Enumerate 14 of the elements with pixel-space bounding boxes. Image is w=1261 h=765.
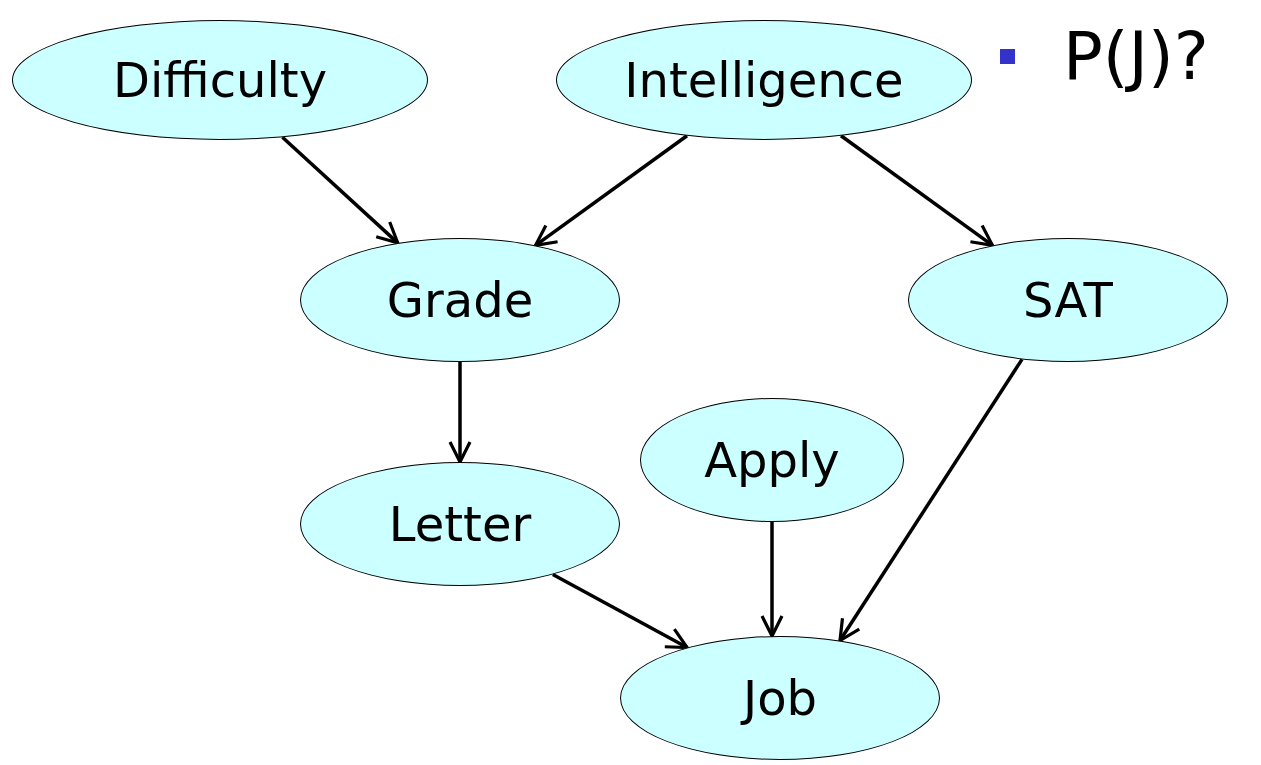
node-label: Apply bbox=[704, 432, 840, 488]
arrow bbox=[760, 522, 784, 638]
arrow bbox=[281, 135, 400, 245]
node-label: Letter bbox=[388, 496, 532, 552]
arrow bbox=[448, 362, 472, 464]
node-label: SAT bbox=[1023, 272, 1113, 328]
node-label: Grade bbox=[386, 272, 534, 328]
arrow bbox=[533, 134, 688, 247]
node-label: Intelligence bbox=[624, 52, 904, 108]
node-label: Difficulty bbox=[112, 52, 328, 108]
note-text: P(J)? bbox=[1063, 18, 1209, 95]
arrow bbox=[838, 358, 1024, 643]
arrow bbox=[840, 134, 995, 247]
arrow bbox=[552, 572, 689, 650]
